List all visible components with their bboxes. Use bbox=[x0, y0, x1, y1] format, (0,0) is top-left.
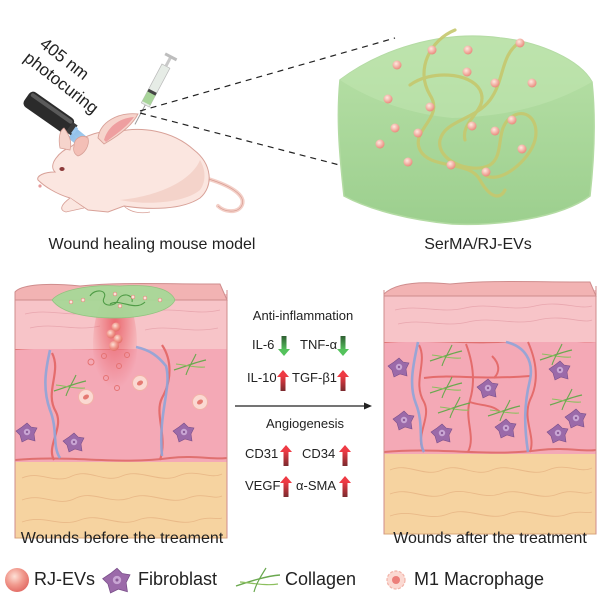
rj-ev-sphere-icon bbox=[5, 568, 29, 592]
marker-cd31: CD31 bbox=[245, 446, 279, 461]
fibroblast-icon bbox=[102, 567, 131, 594]
tgf-up-arrow bbox=[337, 370, 349, 391]
tnf-down-arrow bbox=[337, 336, 349, 356]
treatment-process-arrow bbox=[235, 402, 372, 410]
anti-inflammation-heading: Anti-inflammation bbox=[252, 308, 354, 323]
marker-vegf: VEGF bbox=[245, 478, 281, 493]
serma-hydrogel-cube bbox=[337, 28, 595, 226]
marker-alpha-sma: α-SMA bbox=[296, 478, 337, 493]
rj-ev-particles bbox=[375, 38, 537, 177]
collagen-fiber-icon bbox=[235, 567, 281, 593]
marker-il6: IL-6 bbox=[252, 337, 275, 352]
legend-rj-evs: RJ-EVs bbox=[34, 569, 96, 589]
mouse-model-caption: Wound healing mouse model bbox=[48, 236, 256, 253]
marker-arrows bbox=[277, 336, 351, 497]
legend-m1-macrophage: M1 Macrophage bbox=[414, 569, 545, 589]
before-treatment-caption: Wounds before the treament bbox=[20, 530, 224, 547]
legend-fibroblast: Fibroblast bbox=[138, 569, 218, 589]
hydrogel-caption: SerMA/RJ-EVs bbox=[424, 236, 532, 253]
marker-il10: IL-10 bbox=[247, 370, 277, 385]
syringe-icon bbox=[134, 52, 178, 125]
il6-down-arrow bbox=[278, 336, 290, 356]
mouse-illustration bbox=[37, 113, 245, 214]
legend-icons bbox=[5, 567, 406, 594]
skin-after-treatment bbox=[383, 281, 597, 535]
zoom-dashed-lines bbox=[139, 37, 396, 174]
cd34-up-arrow bbox=[339, 445, 351, 466]
marker-tgf-beta1: TGF-β1 bbox=[292, 370, 338, 385]
marker-cd34: CD34 bbox=[302, 446, 336, 461]
marker-tnf-alpha: TNF-α bbox=[300, 337, 338, 352]
skin-before-treatment bbox=[14, 283, 228, 539]
m1-macrophage-icon bbox=[386, 570, 406, 590]
cd31-up-arrow bbox=[280, 445, 292, 466]
after-treatment-caption: Wounds after the treatment bbox=[393, 530, 587, 547]
il10-up-arrow bbox=[277, 370, 289, 391]
vegf-up-arrow bbox=[280, 476, 292, 497]
angiogenesis-heading: Angiogenesis bbox=[265, 416, 345, 431]
legend-collagen: Collagen bbox=[285, 569, 357, 589]
asma-up-arrow bbox=[339, 476, 351, 497]
